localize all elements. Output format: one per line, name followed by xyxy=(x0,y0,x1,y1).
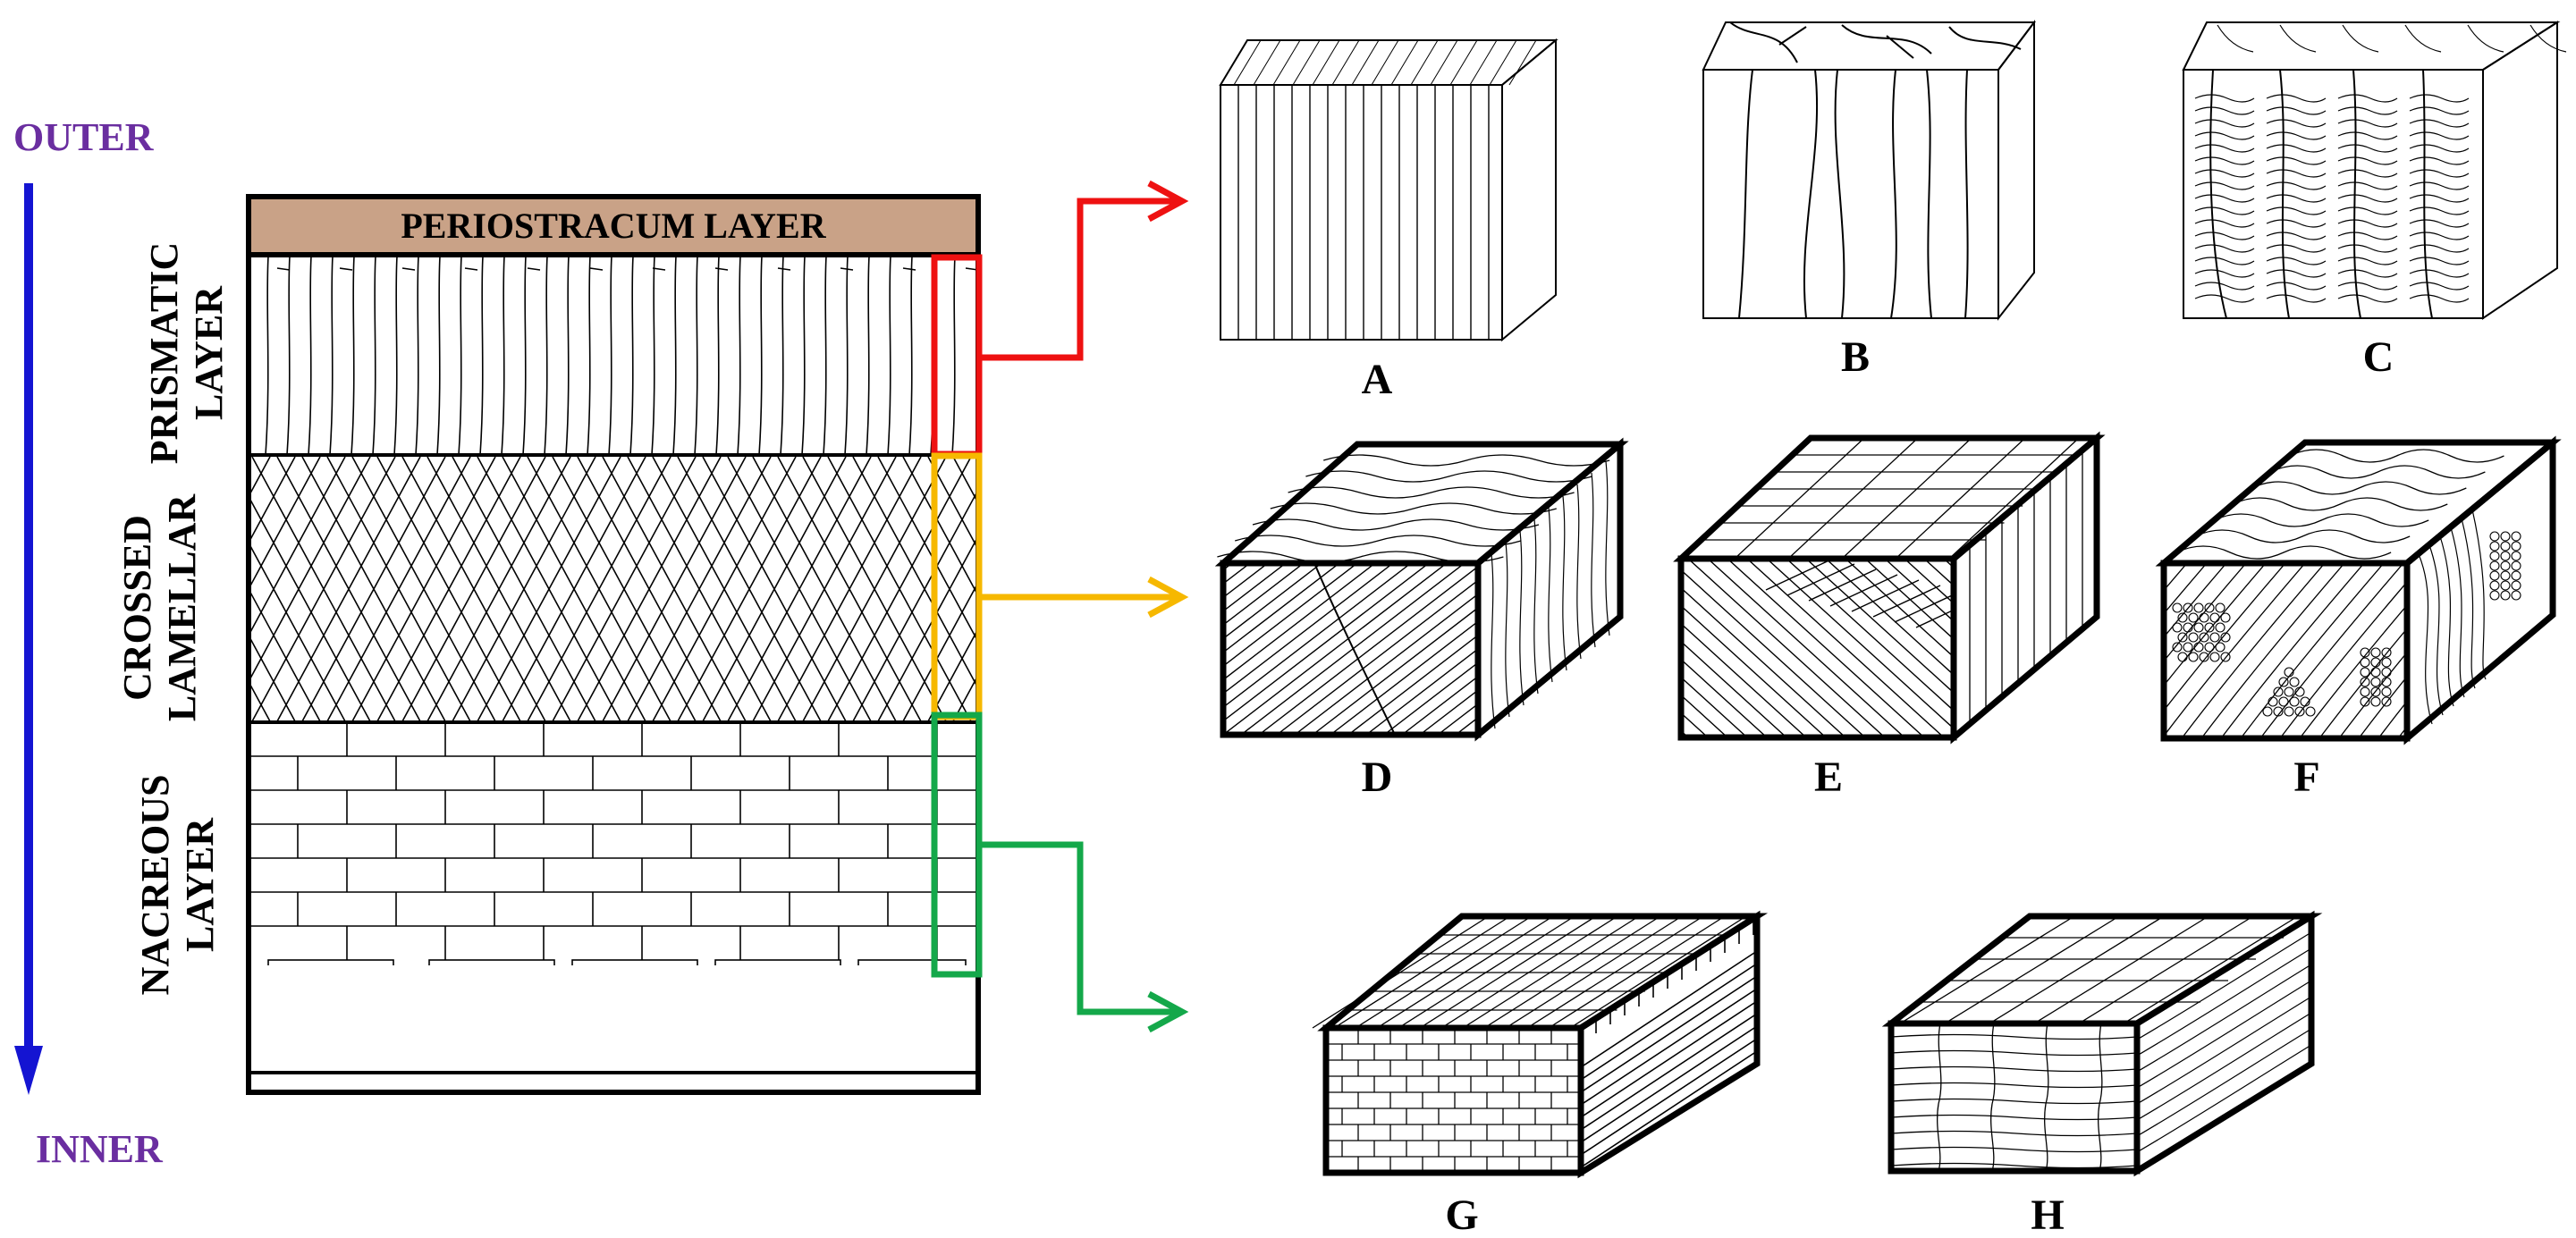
panel-d-block xyxy=(1214,437,1629,742)
panel-e-block xyxy=(1673,431,2106,745)
prismatic-layer xyxy=(265,257,978,455)
panel-e-label: E xyxy=(1814,754,1843,801)
outer-to-inner-arrow xyxy=(14,183,43,1095)
panel-a-label: A xyxy=(1362,356,1393,403)
crossed-lamellar-layer xyxy=(249,457,978,721)
panel-d-label: D xyxy=(1362,754,1393,801)
panel-c-block xyxy=(2182,21,2567,320)
panel-c-label: C xyxy=(2363,333,2394,381)
svg-text:LAYER: LAYER xyxy=(178,817,222,952)
svg-text:CROSSED: CROSSED xyxy=(115,515,159,701)
panel-b-block xyxy=(1702,20,2037,321)
periostracum-label: PERIOSTRACUM LAYER xyxy=(401,206,826,246)
panel-f-block xyxy=(2155,435,2562,745)
outer-label: OUTER xyxy=(13,115,155,159)
svg-text:LAMELLAR: LAMELLAR xyxy=(160,493,204,721)
shell-layer-column: PERIOSTRACUM LAYER xyxy=(246,194,981,1095)
panel-g-block xyxy=(1312,910,1769,1179)
nacreous-layer xyxy=(249,722,978,965)
panel-f-label: F xyxy=(2293,754,2319,801)
svg-text:PRISMATIC: PRISMATIC xyxy=(142,242,186,465)
panel-h-label: H xyxy=(2031,1192,2064,1238)
crossed-lamellar-label: CROSSED LAMELLAR xyxy=(115,493,204,721)
nacreous-callout xyxy=(931,712,1189,1033)
prismatic-layer-label: PRISMATIC LAYER xyxy=(142,242,231,465)
inner-label: INNER xyxy=(36,1127,164,1171)
nacreous-layer-label: NACREOUS LAYER xyxy=(133,775,222,996)
crossed-lamellar-callout xyxy=(931,452,1189,720)
panel-h-block xyxy=(1881,910,2323,1177)
panel-b-label: B xyxy=(1841,333,1870,381)
panel-a-block xyxy=(1219,38,1558,342)
svg-text:LAYER: LAYER xyxy=(187,285,231,420)
panel-g-label: G xyxy=(1445,1192,1478,1238)
svg-text:NACREOUS: NACREOUS xyxy=(133,775,177,996)
